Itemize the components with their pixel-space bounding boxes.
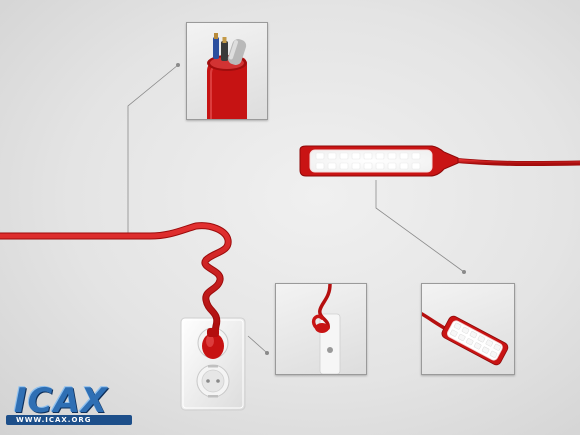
lamp-cable [449, 157, 580, 167]
callout-dot-cable-section [176, 63, 180, 67]
callout-line-plug [247, 335, 267, 353]
logo-bar [6, 415, 132, 425]
logo-word: ICAX [14, 381, 109, 421]
callout-dot-lamp [462, 270, 466, 274]
cable-cross-section-drawing [207, 33, 247, 119]
red-plug [202, 328, 224, 359]
led-row-top [315, 152, 421, 160]
lamp-angled-drawing [422, 312, 509, 366]
inset-cable-cross-section [186, 22, 268, 120]
callout-lines [127, 63, 466, 355]
led-row-bottom [315, 162, 421, 170]
callout-line-lamp [375, 180, 465, 273]
led-lamp-head [299, 145, 459, 177]
callout-line-cable-section [127, 64, 179, 236]
callout-dot-plug [265, 351, 269, 355]
logo-url: WWW.ICAX.ORG [16, 416, 92, 424]
inset-lamp-angled [421, 283, 515, 375]
wall-socket [180, 317, 246, 411]
icax-logo: ICAX WWW.ICAX.ORG [6, 384, 136, 430]
red-cable [0, 222, 232, 342]
plug-closeup-drawing [311, 284, 341, 374]
inset-plug-closeup [275, 283, 367, 375]
